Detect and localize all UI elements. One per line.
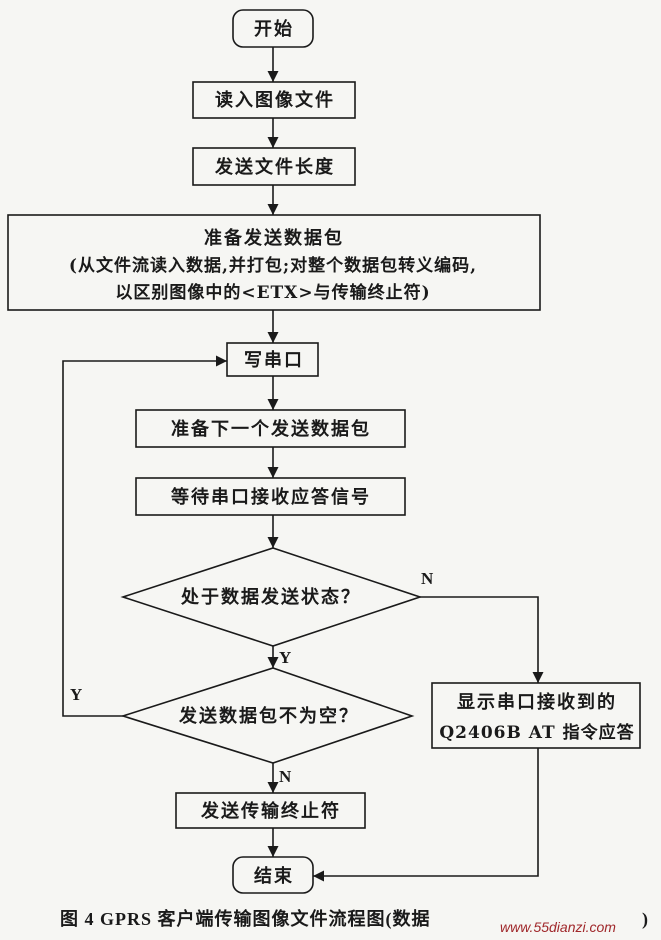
- edge-label-sending-yes: Y: [279, 648, 291, 667]
- write-serial-box: 写串口: [226, 342, 319, 377]
- wait-response-label: 等待串口接收应答信号: [171, 486, 371, 508]
- edge-label-not-empty-yes: Y: [70, 685, 82, 704]
- send-length-box: 发送文件长度: [192, 147, 356, 186]
- end-terminal: 结束: [232, 856, 314, 894]
- show-response-box-shape: [431, 682, 641, 749]
- read-image-label: 读入图像文件: [215, 89, 335, 111]
- connector-response-to-end: [313, 748, 539, 882]
- prepare-next-box: 准备下一个发送数据包: [135, 409, 406, 448]
- prepare-packet-box: 准备发送数据包 (从文件流读入数据,并打包;对整个数据包转义编码, 以区别图像中…: [7, 214, 541, 311]
- read-image-box-shape: [192, 81, 356, 119]
- show-response-line1: 显示串口接收到的: [457, 691, 617, 713]
- prepare-next-box-shape: [135, 409, 406, 448]
- show-response-box: 显示串口接收到的 Q2406B AT 指令应答: [431, 682, 641, 749]
- decision-not-empty-label: 发送数据包不为空？: [178, 705, 359, 727]
- send-length-label: 发送文件长度: [214, 156, 335, 178]
- prepare-packet-title: 准备发送数据包: [204, 227, 344, 249]
- decision-packet-not-empty: 发送数据包不为空？: [120, 667, 415, 764]
- end-terminal-shape: [232, 856, 314, 894]
- read-image-box: 读入图像文件: [192, 81, 356, 119]
- prepare-packet-detail-line2: 以区别图像中的<ETX>与传输终止符): [115, 282, 430, 303]
- edge-label-sending-no: N: [421, 569, 434, 588]
- prepare-next-label: 准备下一个发送数据包: [171, 418, 371, 440]
- start-terminal: 开始: [232, 9, 314, 48]
- send-length-box-shape: [192, 147, 356, 186]
- prepare-packet-box-shape: [7, 214, 541, 311]
- edge-label-not-empty-no: N: [279, 767, 292, 786]
- decision-sending-state: 处于数据发送状态？: [120, 547, 423, 647]
- wait-response-box-shape: [135, 477, 406, 516]
- figure-caption: 图 4 GPRS 客户端传输图像文件流程图(数据: [60, 908, 431, 930]
- watermark: www.55dianzi.com: [500, 919, 616, 935]
- send-terminator-box: 发送传输终止符: [175, 792, 366, 829]
- figure-caption-tail: ): [642, 909, 649, 930]
- send-terminator-label: 发送传输终止符: [200, 800, 341, 822]
- show-response-line2: Q2406B AT 指令应答: [439, 722, 634, 743]
- wait-response-box: 等待串口接收应答信号: [135, 477, 406, 516]
- end-label: 结束: [254, 865, 294, 887]
- connector-sending-no: [420, 596, 544, 683]
- send-terminator-box-shape: [175, 792, 366, 829]
- decision-sending-label: 处于数据发送状态？: [180, 586, 361, 608]
- start-label: 开始: [254, 18, 294, 40]
- write-serial-label: 写串口: [244, 350, 304, 371]
- prepare-packet-detail-line1: (从文件流读入数据,并打包;对整个数据包转义编码,: [69, 255, 477, 276]
- connector-loop-back-yes: [62, 355, 227, 717]
